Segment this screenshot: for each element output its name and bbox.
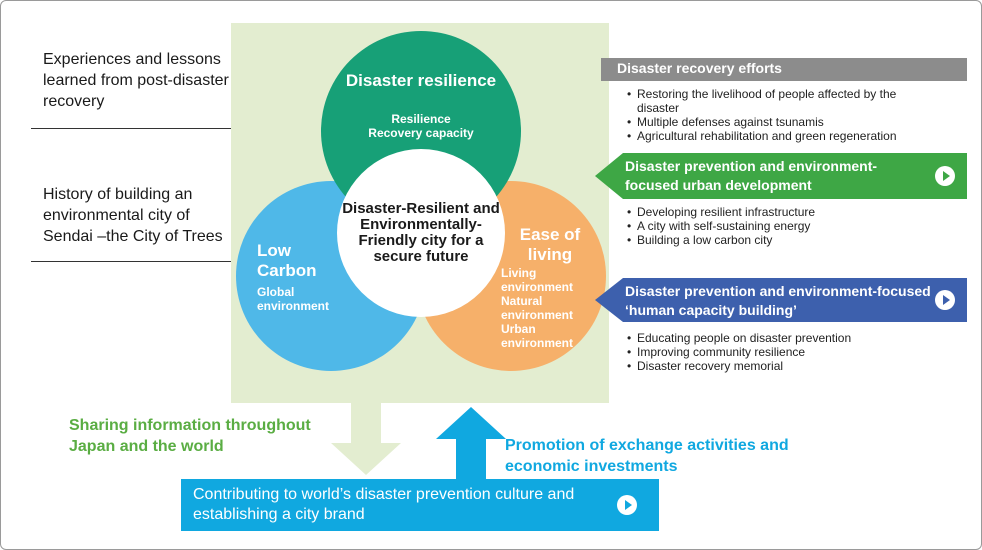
human-play-icon[interactable] xyxy=(935,290,955,310)
sharing-text: Sharing information throughout Japan and… xyxy=(69,417,311,455)
ease-item-3: Urban environment xyxy=(501,322,574,350)
city-brand-text: Contributing to world’s disaster prevent… xyxy=(193,486,575,523)
human-item: Improving community resilience xyxy=(627,345,937,359)
sharing-down-arrow xyxy=(331,403,401,475)
urban-item: Building a low carbon city xyxy=(627,233,937,247)
resilience-title: Disaster resilience xyxy=(345,71,497,90)
experiences-note: Experiences and lessons learned from pos… xyxy=(43,51,229,110)
human-item: Disaster recovery memorial xyxy=(627,359,937,373)
urban-arrow-banner xyxy=(595,153,967,199)
experiences-rule xyxy=(31,128,231,129)
recovery-header: Disaster recovery efforts xyxy=(617,60,782,76)
history-rule xyxy=(31,261,231,262)
recovery-header-bar: Disaster recovery efforts xyxy=(601,58,967,81)
promotion-up-arrow xyxy=(436,407,506,481)
city-brand-play-icon[interactable] xyxy=(617,495,637,515)
low-carbon-sub: Global environment xyxy=(257,285,330,313)
urban-list: Developing resilient infrastructure A ci… xyxy=(627,205,937,247)
human-list: Educating people on disaster prevention … xyxy=(627,331,937,373)
recovery-item: Multiple defenses against tsunamis xyxy=(627,115,937,129)
recovery-list: Restoring the livelihood of people affec… xyxy=(627,87,937,143)
human-capacity-title: Disaster prevention and environment-focu… xyxy=(625,283,931,318)
history-note: History of building an environmental cit… xyxy=(43,186,223,245)
human-arrow-banner xyxy=(595,278,967,322)
city-brand-banner[interactable]: Contributing to world’s disaster prevent… xyxy=(181,479,659,531)
resilience-sub2: Recovery capacity xyxy=(368,126,474,140)
urban-item: Developing resilient infrastructure xyxy=(627,205,937,219)
human-item: Educating people on disaster prevention xyxy=(627,331,937,345)
recovery-item: Restoring the livelihood of people affec… xyxy=(627,87,937,115)
center-circle xyxy=(337,149,505,317)
urban-item: A city with self-sustaining energy xyxy=(627,219,937,233)
ease-title: Ease of living xyxy=(519,225,581,264)
recovery-item: Agricultural rehabilitation and green re… xyxy=(627,129,937,143)
ease-item-2: Natural environment xyxy=(501,294,574,322)
promotion-text: Promotion of exchange activities and eco… xyxy=(505,437,789,475)
urban-play-icon[interactable] xyxy=(935,166,955,186)
urban-development-title: Disaster prevention and environment-focu… xyxy=(625,158,878,193)
low-carbon-title: Low Carbon xyxy=(257,241,317,280)
center-concept: Disaster-Resilient and Environmentally-F… xyxy=(342,200,500,265)
resilience-sub1: Resilience xyxy=(391,112,451,126)
ease-item-1: Living environment xyxy=(501,266,574,294)
